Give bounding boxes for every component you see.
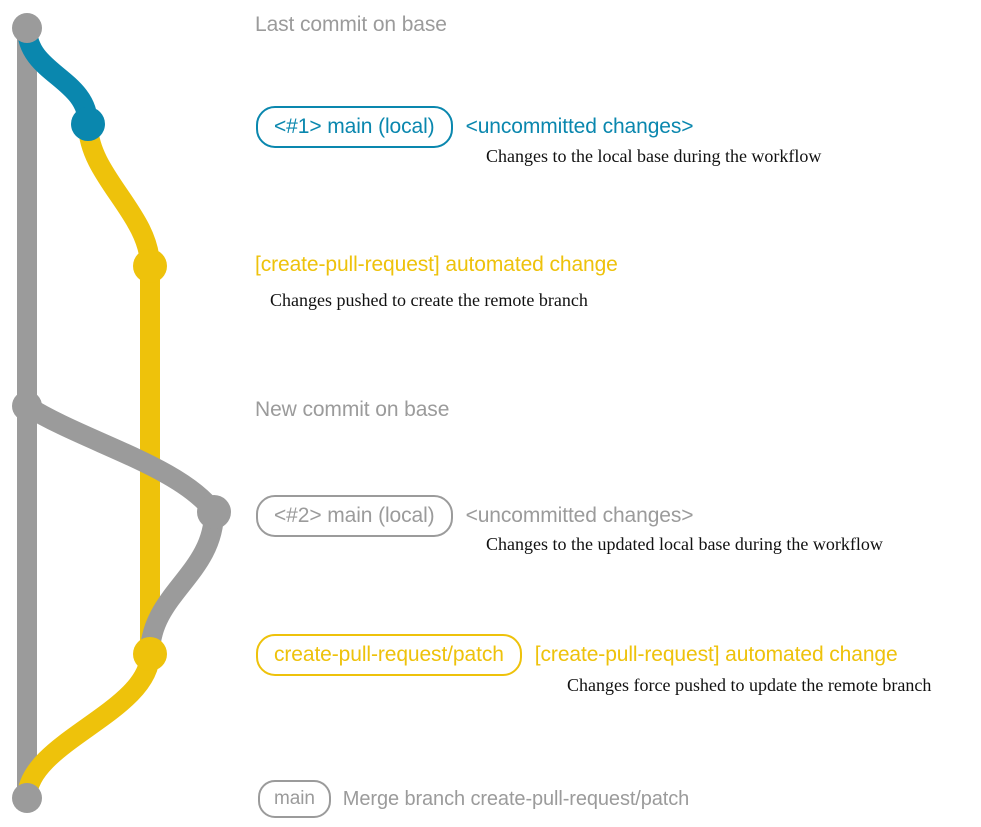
row-local-commit-1: <#1> main (local) <uncommitted changes> — [256, 106, 694, 148]
headline-new-commit-on-base: New commit on base — [255, 398, 450, 421]
commit-description-local-1: Changes to the local base during the wor… — [486, 146, 822, 166]
headline-last-commit-on-base: Last commit on base — [255, 13, 447, 36]
merge-line — [17, 644, 160, 808]
commit-node-remote-1[interactable] — [133, 249, 167, 283]
commit-description-local-2: Changes to the updated local base during… — [486, 534, 883, 554]
commit-description-remote-1: Changes pushed to create the remote bran… — [270, 290, 588, 310]
branch-pill-main-local-2[interactable]: <#2> main (local) — [256, 495, 453, 537]
row-merge-commit: main Merge branch create-pull-request/pa… — [258, 780, 689, 818]
commit-description-remote-2: Changes force pushed to update the remot… — [567, 675, 932, 695]
commit-node-remote-2[interactable] — [133, 637, 167, 671]
branch-pill-create-pull-request-patch[interactable]: create-pull-request/patch — [256, 634, 522, 676]
updated-local-branch-line — [17, 396, 224, 522]
commit-node-base-head[interactable] — [12, 13, 42, 43]
commit-subject-remote-1: [create-pull-request] automated change — [255, 253, 618, 276]
branch-pill-main-local-1[interactable]: <#1> main (local) — [256, 106, 453, 148]
commit-subject-local-2: <uncommitted changes> — [465, 504, 694, 527]
row-remote-commit-1: [create-pull-request] automated change — [255, 253, 618, 277]
updated-local-to-remote-line — [140, 502, 224, 664]
commit-node-base-new-commit[interactable] — [12, 391, 42, 421]
row-local-commit-2: <#2> main (local) <uncommitted changes> — [256, 495, 694, 537]
commit-subject-remote-2: [create-pull-request] automated change — [534, 643, 898, 666]
commit-subject-local-1: <uncommitted changes> — [465, 115, 694, 138]
commit-node-local-2[interactable] — [197, 495, 231, 529]
branch-pill-main[interactable]: main — [258, 780, 331, 818]
row-remote-commit-2: create-pull-request/patch [create-pull-r… — [256, 634, 898, 676]
commit-node-merge[interactable] — [12, 783, 42, 813]
commit-node-local-1[interactable] — [71, 107, 105, 141]
commit-subject-merge: Merge branch create-pull-request/patch — [342, 787, 690, 810]
